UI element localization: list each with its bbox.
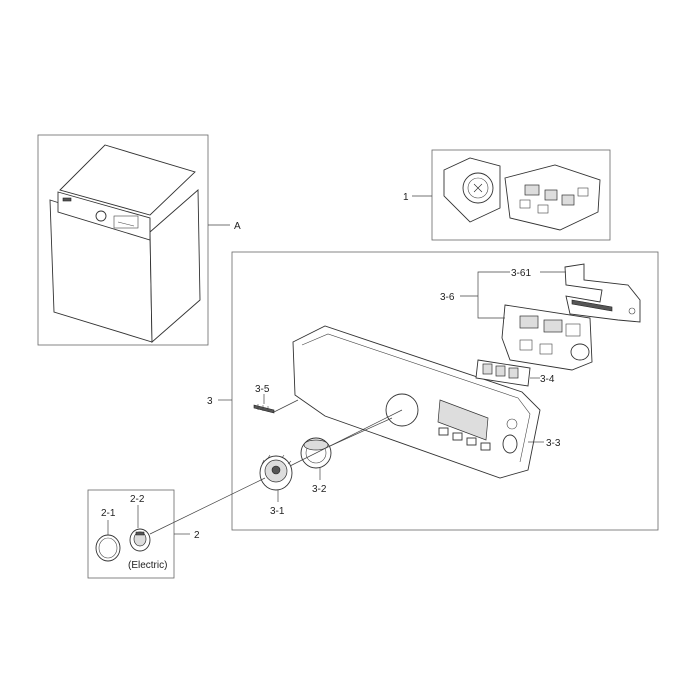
callout-3-5: 3-5 <box>255 384 270 395</box>
explode-line-ring <box>329 417 393 447</box>
callout-3: 3 <box>207 396 213 407</box>
explode-line-knob <box>289 409 403 467</box>
assembly-a-frame <box>37 134 209 346</box>
knob-body-2-2-drawing <box>129 528 151 552</box>
part-3-group: 3 3-3 3-4 <box>207 251 659 531</box>
callout-2-1: 2-1 <box>101 508 116 519</box>
bracket-3-61-drawing <box>564 263 641 323</box>
button-strip-drawing <box>475 359 531 387</box>
callout-3-6: 3-6 <box>440 292 455 303</box>
display-pcb-drawing <box>501 304 593 371</box>
callout-3-3: 3-3 <box>546 438 561 449</box>
callout-3-61: 3-61 <box>511 268 531 279</box>
electric-note: (Electric) <box>128 560 167 571</box>
knob-base-3-1-drawing <box>259 454 293 491</box>
callout-1: 1 <box>403 192 409 203</box>
assembly-a-group: A <box>37 134 241 346</box>
knob-cap-2-1-drawing <box>95 534 121 562</box>
callout-3-2: 3-2 <box>312 484 327 495</box>
explode-line-knob-2 <box>149 477 266 535</box>
callout-3-1: 3-1 <box>270 506 285 517</box>
part-3-frame <box>231 251 659 531</box>
callout-a: A <box>234 221 241 232</box>
callout-2-2: 2-2 <box>130 494 145 505</box>
callout-3-4: 3-4 <box>540 374 555 385</box>
appliance-cabinet-drawing <box>49 144 201 343</box>
explode-line-spring <box>273 399 299 413</box>
spring-3-5-drawing <box>253 404 275 414</box>
callout-2: 2 <box>194 530 200 541</box>
pcb-assembly-drawing <box>443 157 601 231</box>
part-1-frame <box>431 149 611 241</box>
part-1-group: 1 <box>403 149 611 241</box>
part-2-group: 2-1 2-2 (Electric) 2 <box>87 477 266 579</box>
leader-3-6 <box>460 271 510 319</box>
control-panel-frame-drawing <box>292 325 541 479</box>
